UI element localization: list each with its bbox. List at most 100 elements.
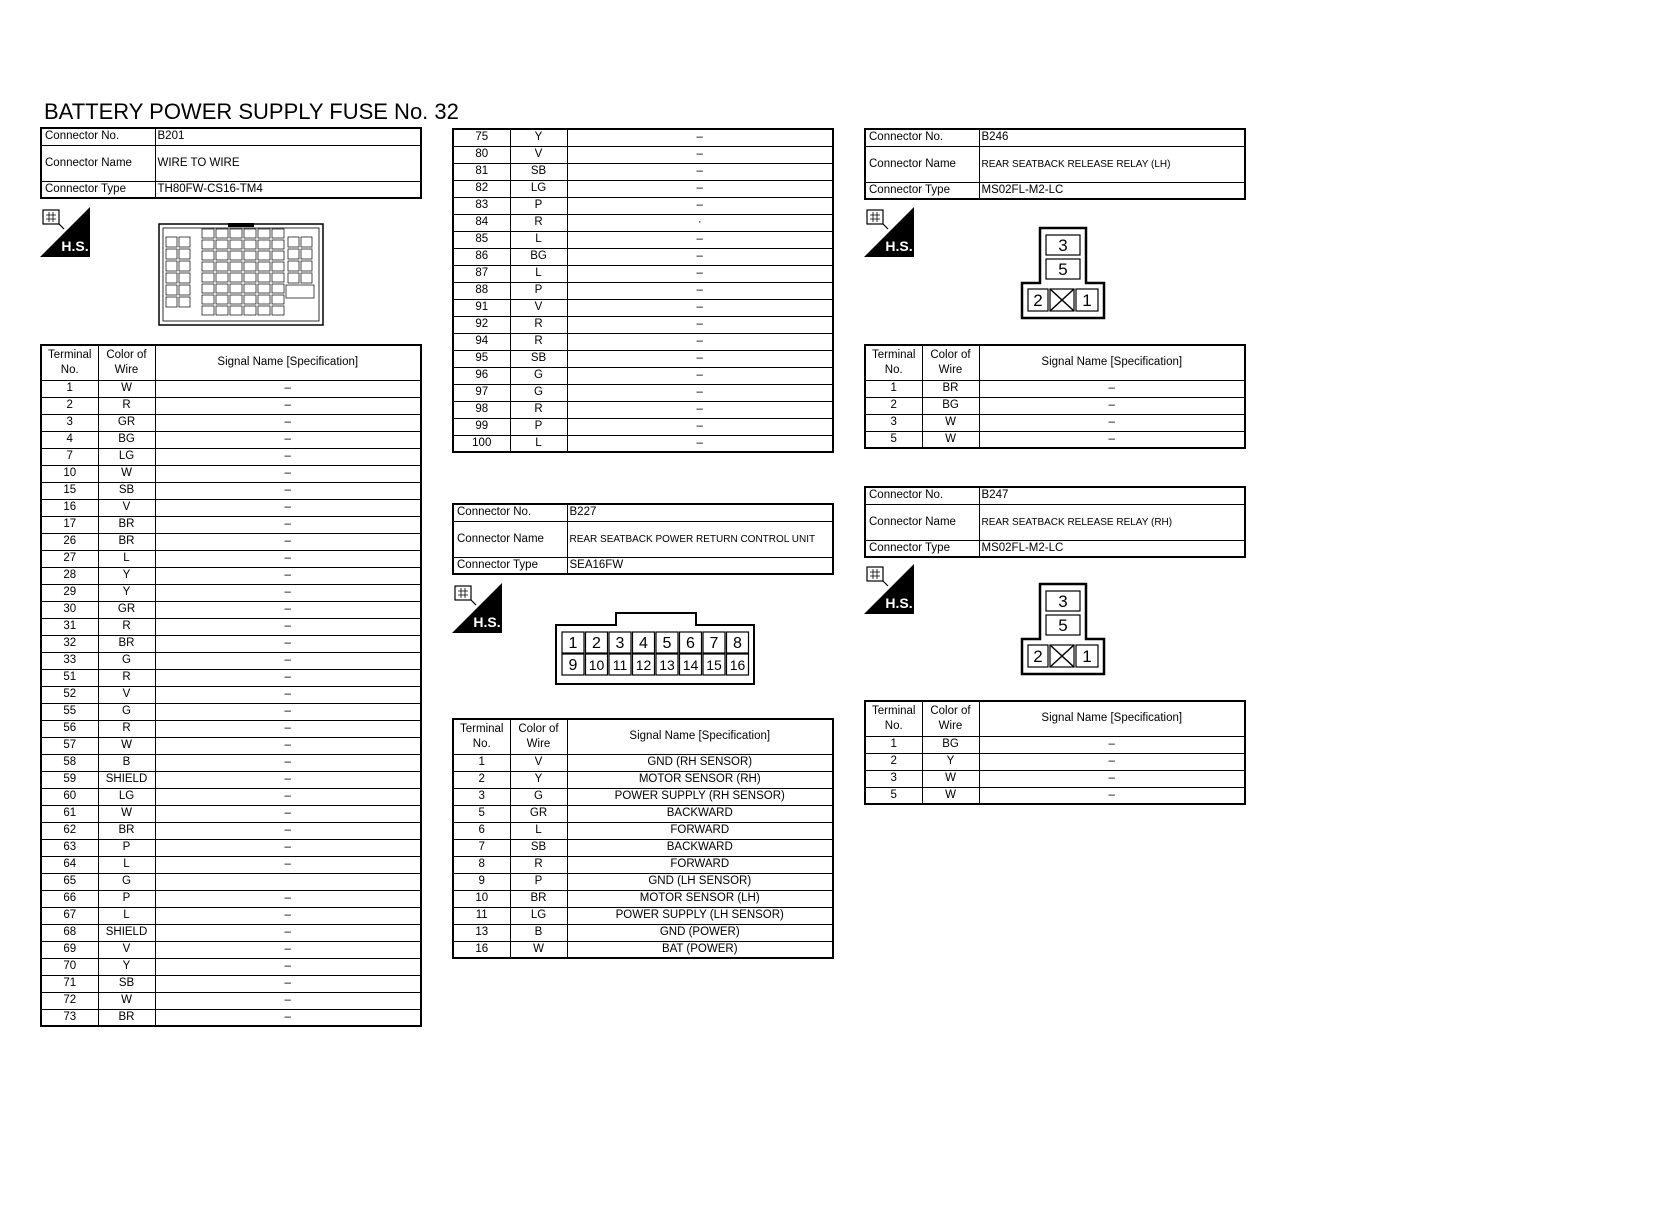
pin-cavity	[165, 236, 178, 248]
terminal-no: 3	[864, 769, 923, 788]
b247-connector-no: B247	[978, 486, 1246, 505]
signal-name: –	[154, 583, 422, 602]
connector-type-label: Connector Type	[864, 539, 980, 558]
wire-color: R	[509, 213, 568, 232]
pin-cavity	[271, 239, 285, 250]
pin-label: 5	[663, 635, 672, 652]
pin-cavity	[243, 261, 257, 272]
pin-cavity	[287, 272, 300, 284]
wire-color: R	[509, 332, 568, 351]
terminal-no: 60	[40, 787, 99, 806]
signal-name: –	[978, 735, 1246, 754]
terminal-no: 26	[40, 532, 99, 551]
wire-color: B	[509, 923, 568, 942]
pin-cavity	[655, 653, 679, 676]
wire-color: W	[97, 991, 156, 1010]
signal-name: –	[154, 464, 422, 483]
terminal-no: 27	[40, 549, 99, 568]
wire-color: BR	[97, 821, 156, 840]
connector-type-label: Connector Type	[864, 181, 980, 200]
terminal-no: 3	[452, 787, 511, 806]
terminal-no: 55	[40, 702, 99, 721]
wire-color: L	[97, 549, 156, 568]
b227-connector-name: REAR SEATBACK POWER RETURN CONTROL UNIT	[566, 520, 834, 558]
wire-color: V	[509, 753, 568, 772]
signal-name: FORWARD	[566, 855, 834, 874]
wire-color: BR	[509, 889, 568, 908]
pin-cavity	[215, 272, 229, 283]
pin-cavity	[215, 228, 229, 239]
wire-color: L	[97, 855, 156, 874]
wire-color: BR	[97, 1008, 156, 1027]
pin-cavity	[201, 261, 215, 272]
terminal-no: 1	[452, 753, 511, 772]
signal-name: MOTOR SENSOR (LH)	[566, 889, 834, 908]
wire-color: BG	[97, 430, 156, 449]
signal-name: –	[566, 298, 834, 317]
pin-cavity	[243, 283, 257, 294]
pin-cavity	[257, 261, 271, 272]
wire-color: P	[509, 417, 568, 436]
color-of-wire-header: Color of Wire	[97, 344, 156, 381]
terminal-no: 85	[452, 230, 511, 249]
pin-cavity	[201, 272, 215, 283]
wire-color: R	[97, 617, 156, 636]
pin-cavity	[678, 631, 703, 654]
wire-color: W	[509, 940, 568, 959]
terminal-no: 95	[452, 349, 511, 368]
page-title: BATTERY POWER SUPPLY FUSE No. 32	[44, 99, 459, 124]
b227-terminal-block: Terminal No. Color of Wire Signal Name […	[452, 718, 834, 959]
terminal-no: 10	[40, 464, 99, 483]
harness-side-icon: H.S.	[864, 207, 914, 257]
pin-cavity	[201, 250, 215, 261]
signal-name: –	[154, 549, 422, 568]
terminal-no: 61	[40, 804, 99, 823]
pin-cavity	[725, 631, 750, 654]
wire-color: W	[97, 736, 156, 755]
pin-label: 1	[1082, 291, 1091, 310]
signal-name: –	[566, 366, 834, 385]
signal-name: –	[566, 264, 834, 283]
terminal-no: 94	[452, 332, 511, 351]
terminal-no: 91	[452, 298, 511, 317]
pin-cavity	[257, 228, 271, 239]
terminal-no: 52	[40, 685, 99, 704]
b201-connector-name: WIRE TO WIRE	[154, 144, 422, 182]
signal-name: –	[154, 532, 422, 551]
signal-name: –	[566, 145, 834, 164]
signal-name: –	[154, 668, 422, 687]
terminal-no: 64	[40, 855, 99, 874]
signal-name: –	[154, 974, 422, 993]
wire-color: W	[97, 804, 156, 823]
pin-cavity	[257, 250, 271, 261]
pin-label: 3	[616, 635, 625, 652]
pin-cavity	[271, 228, 285, 239]
signal-name: GND (LH SENSOR)	[566, 872, 834, 891]
wire-color: SHIELD	[97, 770, 156, 789]
pin-label: 4	[639, 635, 648, 652]
pin-cavity	[257, 272, 271, 283]
pin-cavity	[215, 239, 229, 250]
terminal-no: 57	[40, 736, 99, 755]
pin-cavity	[285, 284, 315, 299]
signal-name: BACKWARD	[566, 838, 834, 857]
signal-name: POWER SUPPLY (RH SENSOR)	[566, 787, 834, 806]
signal-name: POWER SUPPLY (LH SENSOR)	[566, 906, 834, 925]
